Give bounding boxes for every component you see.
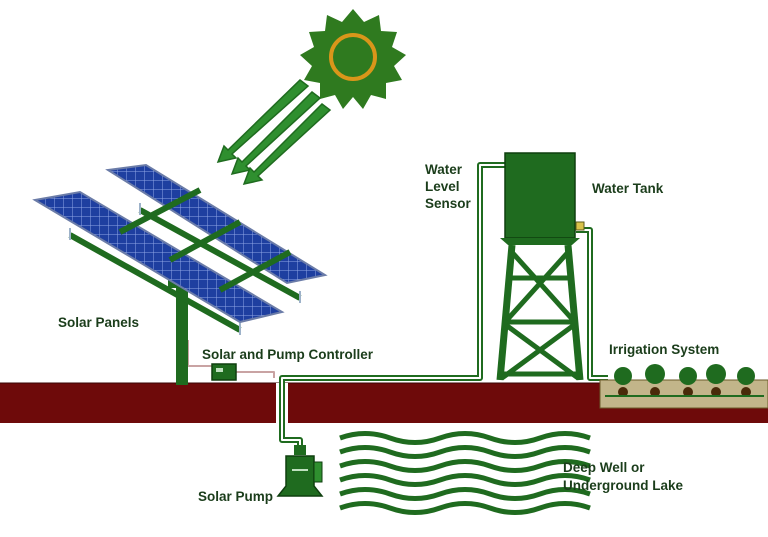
label-solar-pump: Solar Pump (198, 489, 274, 504)
label-deep-well-1: Deep Well or (563, 460, 645, 475)
sun-rays (216, 79, 332, 186)
solar-panels (32, 163, 328, 335)
controller-box (211, 363, 237, 381)
sun-ray-arrow (216, 79, 310, 164)
sun-icon (300, 9, 406, 109)
underground-water (339, 431, 591, 515)
solar-panel-array-back (105, 163, 328, 285)
water-tank (496, 152, 585, 381)
label-water-level-sensor-3: Sensor (425, 196, 471, 211)
label-solar-panels: Solar Panels (58, 315, 140, 330)
label-irrigation-system: Irrigation System (609, 342, 720, 357)
solar-pump-icon (276, 445, 324, 497)
irrigation-crops (599, 364, 768, 409)
sun-ray-arrow (242, 103, 332, 186)
label-water-level-sensor-2: Level (425, 179, 460, 194)
label-controller: Solar and Pump Controller (202, 347, 374, 362)
label-water-tank: Water Tank (592, 181, 664, 196)
sun-ray-arrow (230, 91, 322, 176)
label-deep-well-2: Underground Lake (563, 478, 684, 493)
tank-valve (575, 221, 585, 231)
label-water-level-sensor-1: Water (425, 162, 463, 177)
pump-wire (236, 371, 275, 378)
